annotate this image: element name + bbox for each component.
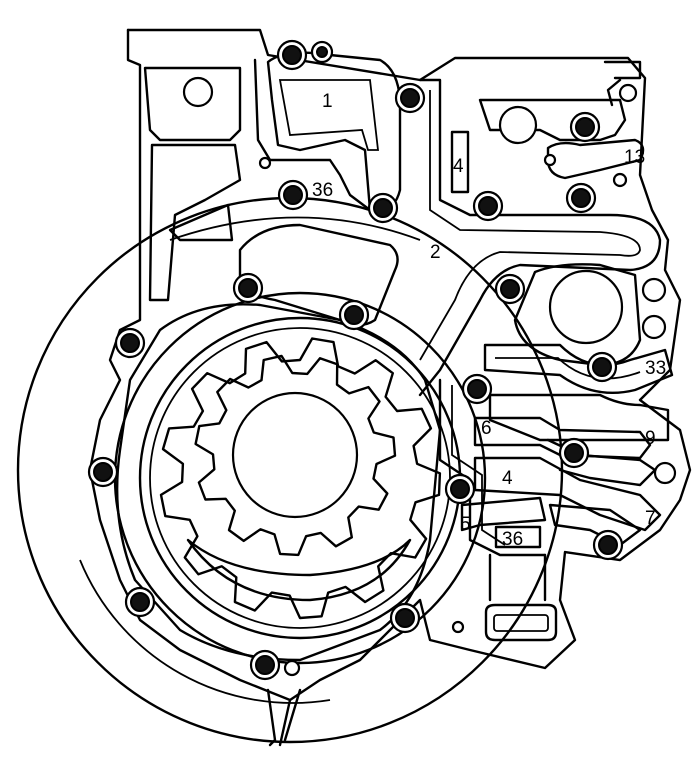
- pump-housing-inner-arc: [79, 559, 331, 704]
- channel-2-inner: [419, 90, 641, 361]
- top-left-hole: [182, 76, 214, 108]
- label-33: 33: [645, 358, 666, 379]
- pin-hole: [258, 156, 272, 170]
- label-13: 13: [624, 147, 645, 168]
- right-hole-9: [653, 461, 677, 485]
- bolt-core: [571, 188, 591, 208]
- bottom-tab: [266, 688, 302, 747]
- channel-33: [483, 343, 674, 395]
- left-vertical-channel: [148, 143, 242, 302]
- passage-2: [238, 223, 399, 327]
- outer-gear: [159, 337, 442, 620]
- bolt-core: [395, 608, 415, 628]
- channel-13: [546, 138, 645, 180]
- bolt-core: [93, 462, 113, 482]
- right-bore-surround: [513, 263, 642, 367]
- body-left-edge: [88, 28, 292, 702]
- channel-4-lower: [473, 456, 662, 532]
- bolt-core: [316, 46, 328, 58]
- right-bore: [548, 269, 624, 345]
- channel-mid: [488, 393, 670, 442]
- left-stack-channel: [438, 378, 547, 557]
- pin-hole: [283, 659, 301, 677]
- passage-2-upper-arc: [169, 216, 421, 241]
- right-hole-upper: [641, 277, 667, 303]
- bolt-core: [592, 357, 612, 377]
- channel-2-main: [418, 78, 662, 397]
- slot-4-upper: [450, 130, 470, 194]
- label-7: 7: [645, 508, 656, 529]
- bolt-core: [283, 185, 303, 205]
- bottom-right-port: [484, 603, 558, 642]
- top-right-pin: [618, 83, 638, 103]
- label-4-lower: 4: [502, 468, 513, 489]
- right-hole-lower: [641, 314, 667, 340]
- bolt-core: [467, 379, 487, 399]
- bolt-core: [373, 198, 393, 218]
- crescent: [186, 538, 412, 602]
- main-body-outline: [126, 28, 692, 747]
- bolt-core: [450, 479, 470, 499]
- top-right-bracket: [603, 60, 642, 107]
- small-hole-13: [612, 172, 628, 188]
- channel-6: [473, 416, 652, 460]
- label-2: 2: [430, 242, 441, 263]
- bolt-core: [564, 443, 584, 463]
- bolt-core: [400, 88, 420, 108]
- label-5: 5: [460, 514, 471, 535]
- pin-hole: [543, 153, 557, 167]
- bolt-core: [598, 535, 618, 555]
- bolt-core: [255, 655, 275, 675]
- passage-1-inner: [278, 79, 380, 151]
- bolt-core: [478, 196, 498, 216]
- top-left-block: [143, 66, 242, 142]
- label-6: 6: [481, 418, 492, 439]
- bolt-core: [120, 333, 140, 353]
- bolt-core: [238, 278, 258, 298]
- inner-gear-bore: [231, 391, 359, 519]
- bolt-core: [130, 592, 150, 612]
- bolt-core: [344, 305, 364, 325]
- slot-36-lower: [494, 525, 542, 549]
- bottom-right-support: [488, 553, 547, 602]
- bottom-right-port-inner: [493, 614, 549, 632]
- left-diagonal-slot: [168, 203, 234, 242]
- bolt-core: [500, 279, 520, 299]
- bolt-core: [575, 117, 595, 137]
- bolts: [87, 39, 624, 681]
- label-36-upper: 36: [312, 180, 333, 201]
- passage-1-side: [253, 58, 372, 212]
- upper-right-large-hole: [498, 105, 538, 145]
- label-9: 9: [645, 428, 656, 449]
- label-4-upper: 4: [453, 156, 464, 177]
- label-1: 1: [322, 91, 333, 112]
- label-36-lower: 36: [502, 529, 523, 550]
- channel-5: [460, 496, 547, 532]
- inner-gear: [194, 354, 397, 557]
- bottom-right-small-hole: [451, 620, 465, 634]
- bolt-core: [282, 45, 302, 65]
